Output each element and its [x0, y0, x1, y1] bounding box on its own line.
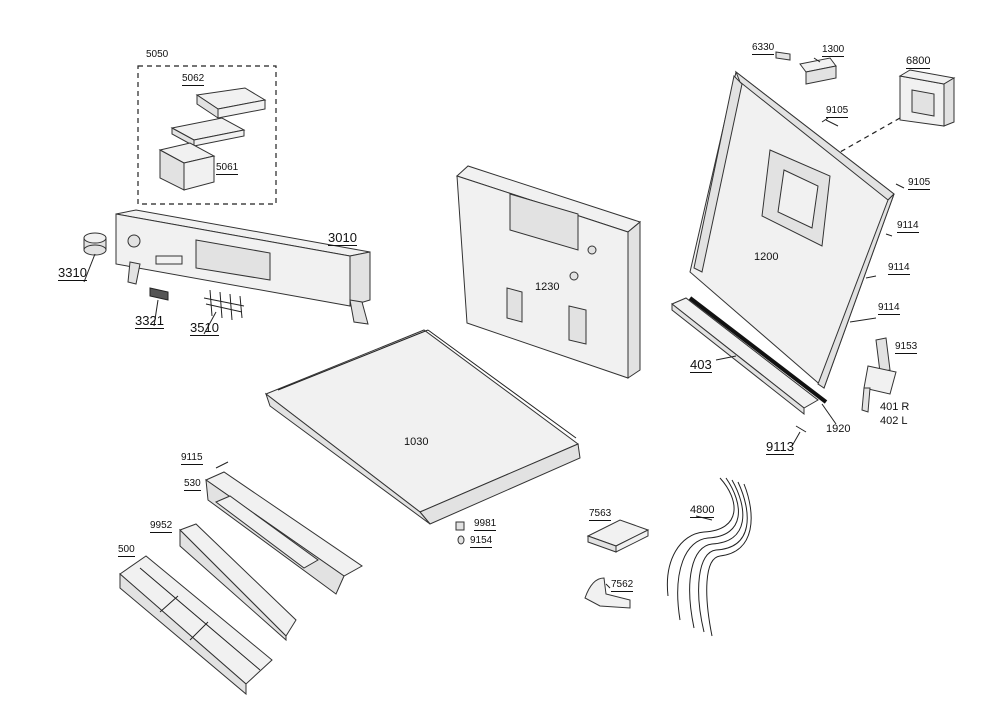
- part-1300-lock: [799, 57, 837, 85]
- label-3510: 3510: [190, 320, 219, 336]
- label-9105-top: 9105: [826, 105, 849, 118]
- part-1030-tray: [265, 329, 581, 525]
- part-3321-piece: [149, 287, 169, 301]
- label-5062: 5062: [182, 73, 205, 86]
- part-403-rail: [671, 297, 819, 416]
- part-9981-clip: [455, 521, 465, 531]
- label-7562: 7562: [611, 579, 634, 592]
- label-1920: 1920: [826, 423, 851, 435]
- label-9114-c: 9114: [878, 302, 900, 315]
- part-1920-seal: [688, 296, 828, 404]
- label-6800: 6800: [906, 55, 931, 69]
- screw-9105-upper: [825, 119, 839, 127]
- label-1030: 1030: [404, 436, 429, 448]
- label-5061: 5061: [216, 162, 239, 175]
- part-9113-clip: [795, 425, 807, 433]
- leader-lines: [83, 57, 893, 589]
- part-4800-wiring-harness: [666, 477, 752, 637]
- label-3010: 3010: [328, 230, 357, 246]
- part-9154-screw: [457, 535, 465, 545]
- part-7563-sensor: [586, 519, 650, 553]
- label-9981: 9981: [474, 518, 497, 531]
- label-3310: 3310: [58, 265, 87, 281]
- label-1230: 1230: [535, 281, 560, 293]
- part-hinge-401-402: [861, 337, 897, 413]
- label-9154: 9154: [470, 535, 493, 548]
- label-9952: 9952: [150, 520, 173, 533]
- label-5050: 5050: [146, 49, 169, 60]
- part-5062-module: [195, 87, 267, 119]
- label-7563: 7563: [589, 508, 612, 521]
- label-402-l: 402 L: [880, 415, 908, 427]
- label-9153: 9153: [895, 341, 918, 354]
- part-9952-strip: [179, 523, 297, 642]
- screw-9105-side: [895, 183, 905, 189]
- electronics-group-box: [137, 65, 277, 205]
- part-3010-control-panel: [115, 209, 371, 325]
- part-500-base: [119, 555, 273, 696]
- label-1200: 1200: [754, 251, 779, 263]
- label-9114-a: 9114: [897, 220, 919, 233]
- label-401-r: 401 R: [880, 401, 910, 413]
- label-9115: 9115: [181, 452, 203, 465]
- label-6330: 6330: [752, 42, 775, 55]
- label-500: 500: [118, 544, 135, 557]
- part-6330-cap: [775, 51, 791, 61]
- part-6800-dispenser: [898, 69, 956, 127]
- label-403: 403: [690, 357, 712, 373]
- part-1200-inner-door: [689, 70, 895, 389]
- part-1230-insulation-panel: [456, 165, 642, 379]
- label-3321: 3321: [135, 313, 164, 329]
- label-9114-b: 9114: [888, 262, 910, 275]
- part-5061-module: [158, 142, 216, 191]
- part-3310-knob: [83, 232, 107, 256]
- part-board: [170, 117, 246, 147]
- label-9113: 9113: [766, 439, 794, 455]
- part-7562-cable: [584, 577, 631, 609]
- label-530: 530: [184, 478, 201, 491]
- label-4800: 4800: [690, 504, 715, 518]
- label-9105-side: 9105: [908, 177, 931, 190]
- label-1300: 1300: [822, 44, 845, 57]
- part-3510-springs: [203, 289, 245, 321]
- part-530-bracket: [204, 471, 363, 595]
